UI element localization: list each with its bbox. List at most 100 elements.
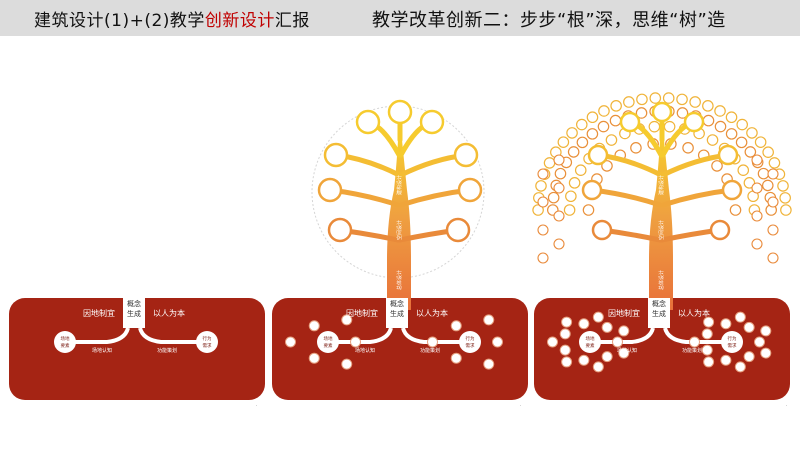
branch-node — [327, 217, 353, 243]
canopy-bubble — [563, 204, 576, 216]
canopy-bubble — [565, 190, 577, 203]
soil-block — [272, 298, 528, 400]
branch-node — [445, 217, 471, 243]
root-bubble — [578, 354, 590, 366]
canopy-bubble — [714, 105, 726, 117]
canopy-bubble — [751, 238, 763, 250]
left-branch-label: 场地认知 — [92, 347, 112, 354]
canopy-bubble — [689, 96, 701, 108]
canopy-bubble — [744, 146, 757, 158]
canopy-bubble — [757, 167, 770, 180]
right-node-label-2: 需求 — [466, 342, 475, 349]
canopy-bubble — [568, 177, 581, 189]
canopy-bubble — [767, 252, 779, 264]
core-label-1: 概念 — [652, 299, 666, 308]
left-node-label-2: 要素 — [586, 342, 595, 349]
left-branch-label: 场地认知 — [355, 347, 375, 354]
right-root — [138, 327, 205, 344]
panel-stage-2: 概念 生成 因地制宜 以人为本 场地认知 功能策划 场地 要素 行为 需求 总体… — [270, 40, 535, 410]
root-bubble — [559, 328, 571, 340]
canopy-bubble — [649, 92, 662, 104]
root-bubble — [492, 336, 503, 348]
right-node — [196, 331, 218, 353]
trunk-label-1: 总体设计 — [396, 270, 403, 290]
root-bubble — [612, 336, 623, 348]
root-bubble — [703, 316, 715, 328]
canopy-bubble — [557, 136, 570, 148]
canopy-bubble — [735, 136, 748, 149]
branch — [589, 187, 663, 208]
canopy-bubble — [768, 157, 781, 169]
root-bubble — [450, 352, 462, 364]
soil-block — [9, 298, 265, 400]
trunk — [387, 140, 411, 310]
left-node-label-2: 要素 — [324, 342, 333, 349]
canopy-bubble — [537, 196, 549, 208]
root-bubbles — [285, 314, 503, 370]
right-node-label-2: 需求 — [203, 342, 212, 349]
left-node — [579, 331, 601, 353]
canopy-bubble — [746, 127, 758, 139]
branches — [581, 101, 743, 243]
root-bubble — [760, 325, 772, 337]
canopy-bubble — [543, 157, 556, 169]
left-root — [592, 327, 655, 344]
canopy-bubble — [630, 142, 642, 154]
right-node-label-1: 行为 — [728, 335, 737, 342]
right-title: 教学改革创新二：步步“根”深，思维“树”造 — [372, 10, 726, 31]
branch-node — [651, 101, 673, 123]
page-mark-3: · — [786, 403, 788, 408]
canopy-bubble — [537, 252, 549, 264]
canopy-bubble — [777, 180, 789, 192]
branch-node — [619, 111, 641, 133]
canopy-bubble — [743, 177, 756, 189]
canopy-bubble — [751, 182, 763, 194]
root-bubble — [618, 325, 630, 337]
canopy-bubble — [586, 128, 599, 140]
root-bubble — [427, 336, 438, 348]
canopy-bubble — [553, 210, 565, 222]
canopy-bubble — [598, 105, 610, 117]
canopy-bubble — [754, 136, 767, 148]
canopy-bubble — [566, 127, 578, 139]
root-bubble — [689, 336, 700, 348]
canopy-bubble — [609, 114, 622, 127]
canopy-bubble — [706, 134, 719, 146]
canopy-bubble — [751, 154, 763, 166]
root-bubble — [701, 344, 713, 356]
root-bubble — [618, 347, 630, 359]
branch — [660, 187, 735, 208]
canopy-small-bubbles — [532, 92, 792, 264]
canopy-bubble — [554, 167, 567, 180]
canopy-bubble — [736, 118, 749, 131]
left-title-suffix: 汇报 — [274, 11, 310, 31]
left-root-label: 因地制宜 — [608, 308, 640, 318]
right-node-label-1: 行为 — [466, 335, 475, 342]
root-bubble — [743, 351, 755, 363]
panel-stage-1: 概念 生成 因地制宜 以人为本 场地认知 功能策划 场地 要素 行为 需求 — [7, 40, 272, 410]
canopy-bubble — [597, 120, 610, 133]
canopy-bubble — [575, 118, 588, 131]
canopy-bubble — [714, 120, 727, 133]
left-root — [67, 327, 130, 344]
root-bubble — [701, 328, 713, 340]
root-bubble — [350, 336, 361, 348]
trunk-label-2: 空间设计 — [396, 220, 403, 240]
canopy-bubble — [767, 168, 779, 180]
left-node — [54, 331, 76, 353]
canopy-bubble — [702, 100, 714, 112]
root-bubble — [483, 314, 495, 326]
trunk-label-2: 空间设计 — [658, 220, 665, 240]
right-branch-label: 功能策划 — [157, 347, 177, 354]
canopy-bubble — [737, 164, 750, 177]
canopy-bubble — [567, 146, 580, 158]
canopy-bubble — [635, 107, 648, 119]
root-bubble — [483, 358, 495, 370]
core-label-2: 生成 — [652, 309, 666, 318]
root-bubble — [703, 356, 715, 368]
root-bubble — [754, 336, 765, 348]
branch-node — [453, 142, 479, 168]
root-bubble — [285, 336, 296, 348]
root-bubble — [720, 354, 732, 366]
right-node — [459, 331, 481, 353]
